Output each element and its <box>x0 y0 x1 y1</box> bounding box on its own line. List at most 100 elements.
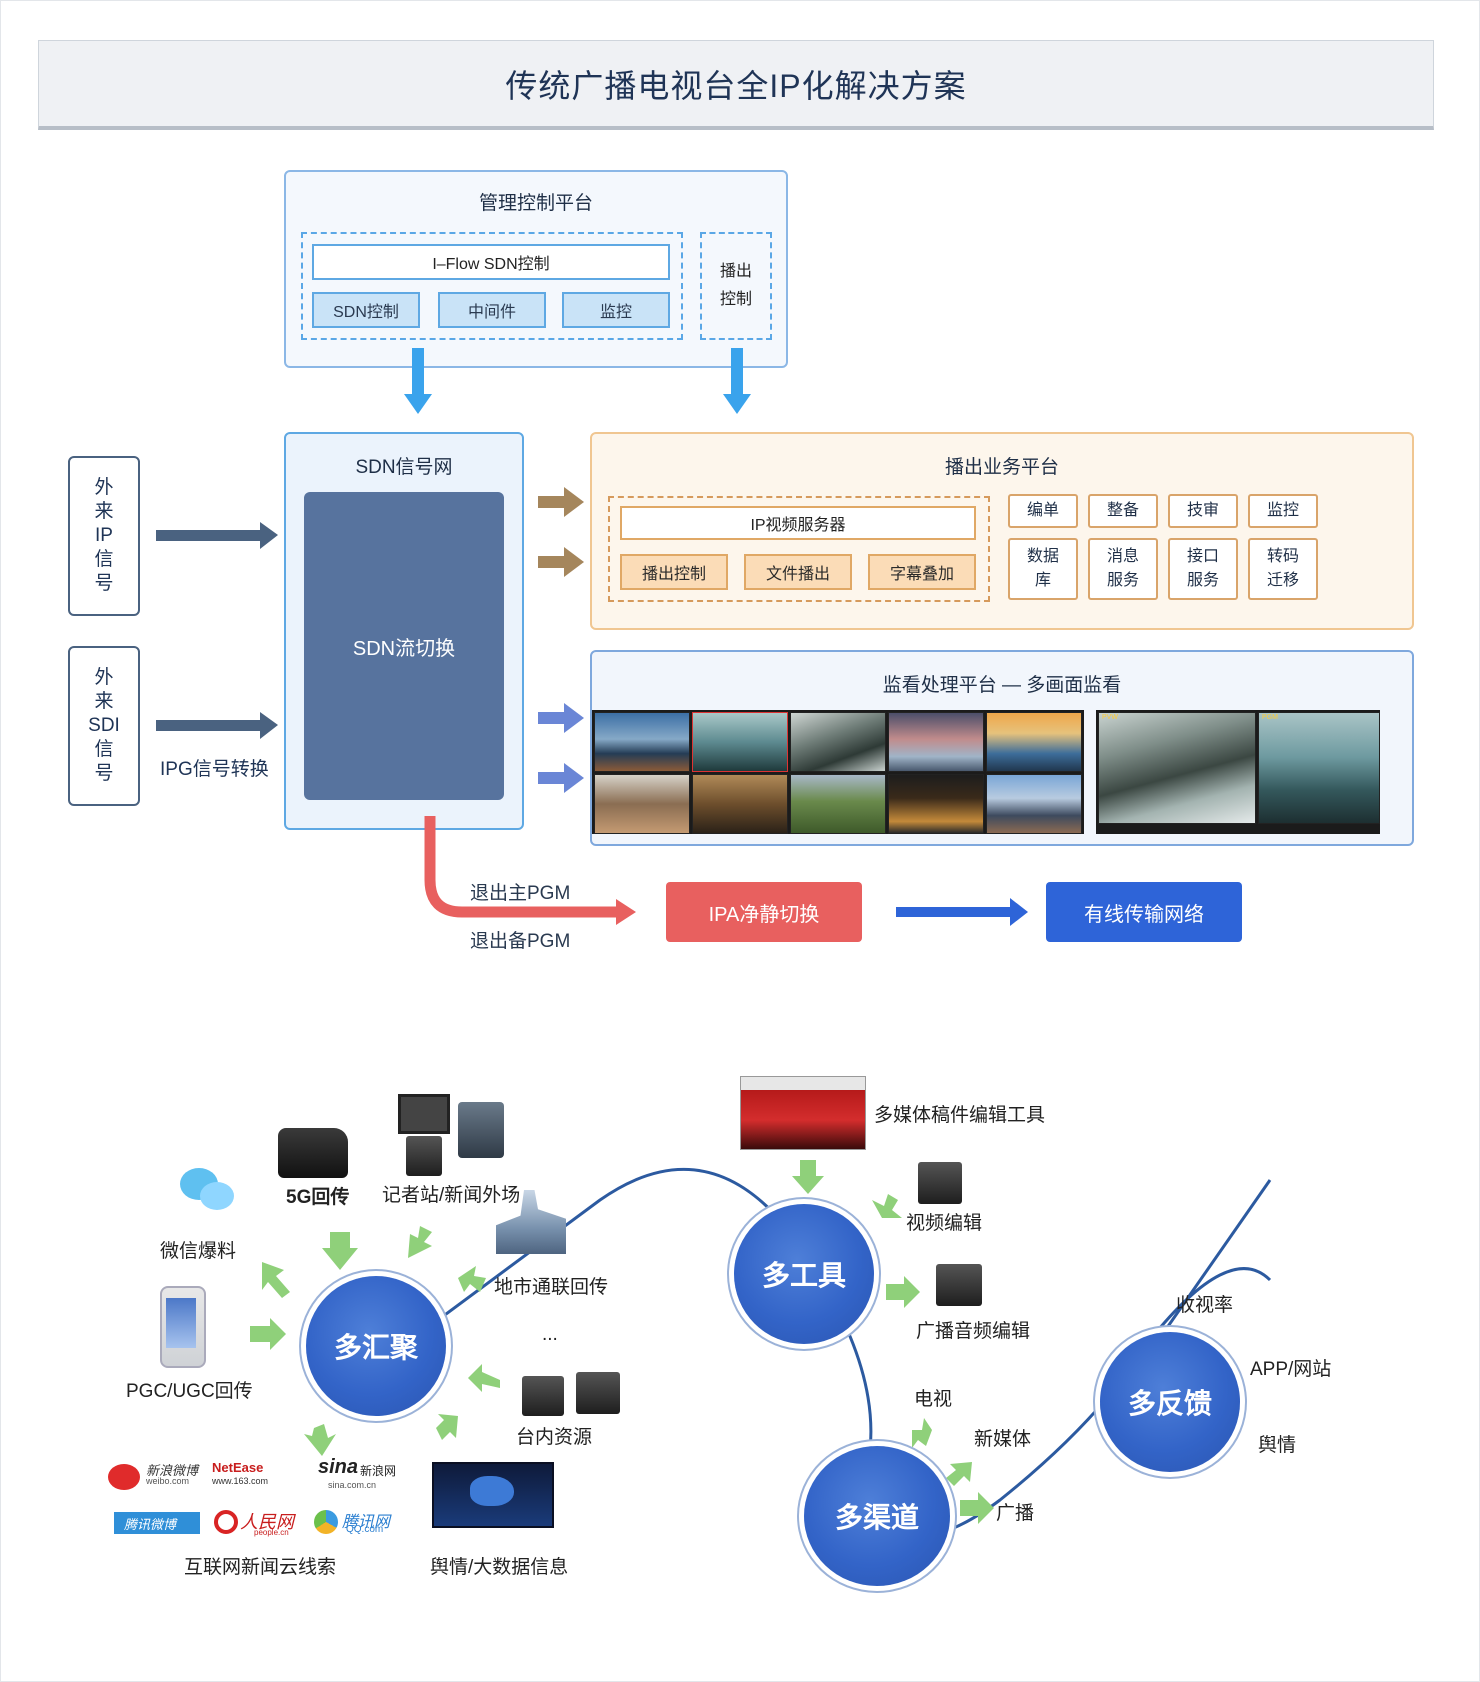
arrow-ip-input <box>156 522 278 549</box>
arrow-down-playout <box>723 348 751 414</box>
pvw-label: PVW <box>1102 714 1118 721</box>
logo-qq: 腾讯网 <box>342 1514 391 1531</box>
pgm-output-path <box>424 816 618 918</box>
pgm-view <box>1258 712 1380 824</box>
control-platform-title: 管理控制平台 <box>478 193 593 214</box>
logo-sina-cn: 新浪网 <box>360 1464 397 1478</box>
sdn-control-group <box>301 232 683 340</box>
editor-screenshot-icon <box>740 1076 866 1150</box>
qq-logo-icon <box>314 1510 338 1534</box>
external-sdi-signal: 外 来 SDI 信 号 <box>68 646 140 806</box>
green-arrow-video <box>872 1194 902 1218</box>
green-arrow-internal <box>468 1364 500 1392</box>
logo-qq-url: QQ.com <box>346 1524 384 1535</box>
label-city: 地市通联回传 <box>494 1277 609 1298</box>
label-ellipsis: ... <box>542 1324 558 1345</box>
pvw-view <box>1098 712 1256 824</box>
hub-feedback: 多反馈 <box>1100 1332 1240 1472</box>
label-bigdata: 舆情/大数据信息 <box>430 1557 569 1578</box>
label-newmedia: 新媒体 <box>974 1429 1032 1450</box>
green-arrow-bigdata <box>436 1414 458 1440</box>
monitor-thumb <box>888 712 984 772</box>
people-logo-icon <box>214 1510 238 1534</box>
logo-weibo-url: weibo.com <box>146 1476 190 1486</box>
module-sdn-control: SDN控制 <box>312 292 420 328</box>
wechat-icon <box>180 1168 234 1214</box>
green-arrow-radio <box>960 1492 994 1524</box>
label-editor-tool: 多媒体稿件编辑工具 <box>874 1105 1046 1126</box>
green-arrow-5g <box>322 1232 358 1270</box>
arrow-to-broadcast-1 <box>538 487 584 517</box>
tile-tech-review: 技审 <box>1168 494 1238 528</box>
tile-transcode-migrate: 转码 迁移 <box>1248 538 1318 600</box>
logo-sina: sina <box>318 1456 359 1478</box>
arrow-to-cable-head <box>1010 898 1028 926</box>
logo-tencent-weibo: 腾讯微博 <box>124 1517 177 1532</box>
sdn-network-title: SDN信号网 <box>355 457 453 478</box>
monitor-thumb <box>594 712 690 772</box>
monitor-thumb <box>594 774 690 834</box>
sdn-stream-switch: SDN流切换 <box>304 492 504 800</box>
laptop-icon <box>398 1094 450 1134</box>
monitor-thumb <box>986 712 1082 772</box>
arrow-to-cable <box>896 907 1012 917</box>
broadcast-control: 播出 控制 <box>700 232 772 340</box>
server-icon <box>458 1102 504 1158</box>
internal-desktop-icon <box>522 1376 564 1416</box>
module-playout-control: 播出控制 <box>620 554 728 590</box>
tile-monitor: 监控 <box>1248 494 1318 528</box>
feedback-line <box>1153 1179 1272 1346</box>
label-opinion: 舆情 <box>1258 1435 1297 1456</box>
arrow-down-sdn <box>404 348 432 414</box>
bottom-diagram <box>250 1160 1272 1537</box>
audio-edit-desktop-icon <box>936 1264 982 1306</box>
exit-backup-pgm: 退出备PGM <box>470 931 571 952</box>
module-file-playout: 文件播出 <box>744 554 852 590</box>
phone-icon <box>160 1286 206 1368</box>
green-arrow-reporter <box>408 1226 432 1258</box>
tile-schedule: 编单 <box>1008 494 1078 528</box>
internal-desktop-icon <box>576 1372 620 1414</box>
tile-prepare: 整备 <box>1088 494 1158 528</box>
tile-database: 数据 库 <box>1008 538 1078 600</box>
green-arrow-wechat <box>262 1262 290 1298</box>
ipa-clean-switch: IPA净静切换 <box>666 882 862 942</box>
label-internet: 互联网新闻云线索 <box>184 1557 337 1578</box>
green-arrow-audio <box>886 1276 920 1308</box>
logo-people-url: people.cn <box>254 1528 289 1537</box>
green-arrow-newmedia <box>946 1462 972 1486</box>
label-tv: 电视 <box>914 1389 953 1410</box>
hub-tools: 多工具 <box>734 1204 874 1344</box>
external-ip-signal: 外 来 IP 信 号 <box>68 456 140 616</box>
ip-video-server: IP视频服务器 <box>620 506 976 540</box>
multiview-grid <box>592 710 1084 834</box>
monitor-platform-title: 监看处理平台 — 多画面监看 <box>882 675 1122 696</box>
weibo-logo-icon <box>108 1464 140 1490</box>
label-internal: 台内资源 <box>516 1427 593 1448</box>
bigdata-screen-icon <box>432 1462 554 1528</box>
green-arrow-editor <box>792 1160 824 1194</box>
logo-netease-url: www.163.com <box>212 1476 269 1486</box>
green-arrow-tv <box>912 1418 932 1448</box>
label-radio: 广播 <box>996 1503 1035 1524</box>
monitor-thumb <box>790 774 886 834</box>
module-monitor: 监控 <box>562 292 670 328</box>
label-5g: 5G回传 <box>286 1187 350 1208</box>
logo-people: 人民网 <box>240 1512 294 1532</box>
module-subtitle-overlay: 字幕叠加 <box>868 554 976 590</box>
pgm-label: PGM <box>1262 714 1278 721</box>
video-edit-desktop-icon <box>918 1162 962 1204</box>
label-pgc: PGC/UGC回传 <box>126 1381 253 1402</box>
hub-aggregate: 多汇聚 <box>306 1276 446 1416</box>
desktop-icon <box>406 1136 442 1176</box>
tile-message-service: 消息 服务 <box>1088 538 1158 600</box>
video-server-group <box>608 496 990 602</box>
iflow-sdn-control: I–Flow SDN控制 <box>312 244 670 280</box>
logo-weibo: 新浪微博 <box>146 1463 199 1478</box>
label-wechat: 微信爆料 <box>160 1241 237 1262</box>
top-arrows <box>156 348 1028 926</box>
broadcast-platform-title: 播出业务平台 <box>944 457 1059 478</box>
label-audio-edit: 广播音频编辑 <box>916 1321 1031 1342</box>
page-title: 传统广播电视台全IP化解决方案 <box>38 40 1434 130</box>
ipg-conversion-label: IPG信号转换 <box>160 759 269 780</box>
